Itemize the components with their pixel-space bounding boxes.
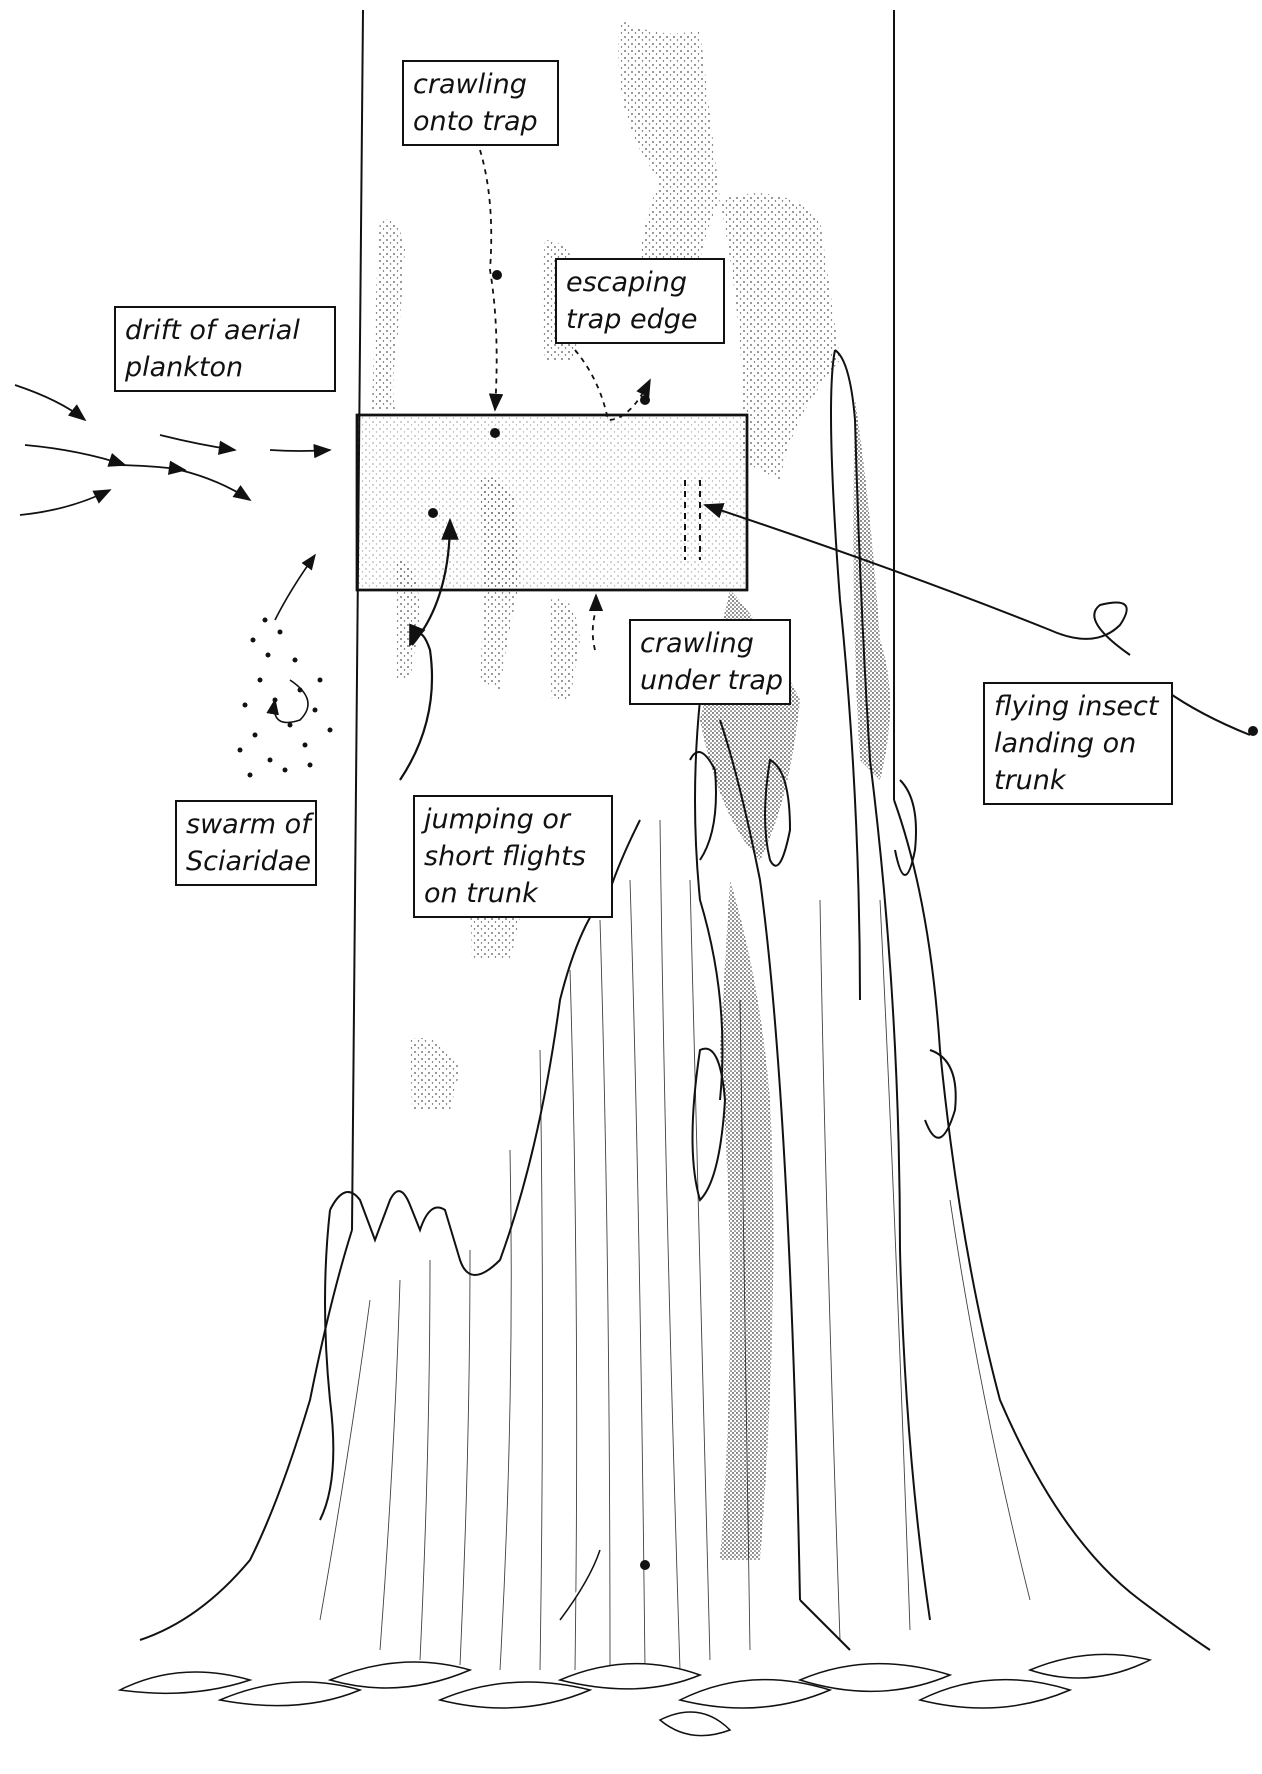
label-escaping-trap-edge: escaping trap edge	[555, 258, 725, 344]
swarm-of-sciaridae	[238, 618, 333, 778]
bark-grain	[320, 820, 1030, 1670]
label-line: flying insect	[994, 688, 1162, 725]
label-line: crawling	[413, 66, 548, 103]
label-swarm-of-sciaridae: swarm of Sciaridae	[175, 800, 317, 886]
label-flying-insect-landing: flying insect landing on trunk	[983, 682, 1173, 805]
label-line: drift of aerial	[125, 312, 325, 349]
label-line: escaping	[566, 264, 714, 301]
label-line: trap edge	[566, 301, 714, 338]
label-line: Sciaridae	[186, 843, 306, 880]
label-line: crawling	[640, 625, 780, 662]
label-line: plankton	[125, 349, 325, 386]
crawling-under-trap-path	[593, 595, 596, 650]
aerial-plankton-arrows	[15, 385, 330, 515]
label-line: on trunk	[424, 875, 602, 912]
label-line: jumping or	[424, 801, 602, 838]
label-crawling-under-trap: crawling under trap	[629, 619, 791, 705]
label-crawling-onto-trap: crawling onto trap	[402, 60, 559, 146]
label-drift-of-aerial-plankton: drift of aerial plankton	[114, 306, 336, 392]
label-line: short flights	[424, 838, 602, 875]
label-line: onto trap	[413, 103, 548, 140]
trap	[357, 415, 747, 590]
label-jumping-or-short-flights: jumping or short flights on trunk	[413, 795, 613, 918]
crawling-onto-trap-path	[480, 150, 497, 410]
label-line: landing on	[994, 725, 1162, 762]
label-line: swarm of	[186, 806, 306, 843]
escaping-trap-edge-path	[575, 350, 650, 420]
leaf-litter	[120, 1550, 1150, 1736]
label-line: under trap	[640, 662, 780, 699]
label-line: trunk	[994, 762, 1162, 799]
